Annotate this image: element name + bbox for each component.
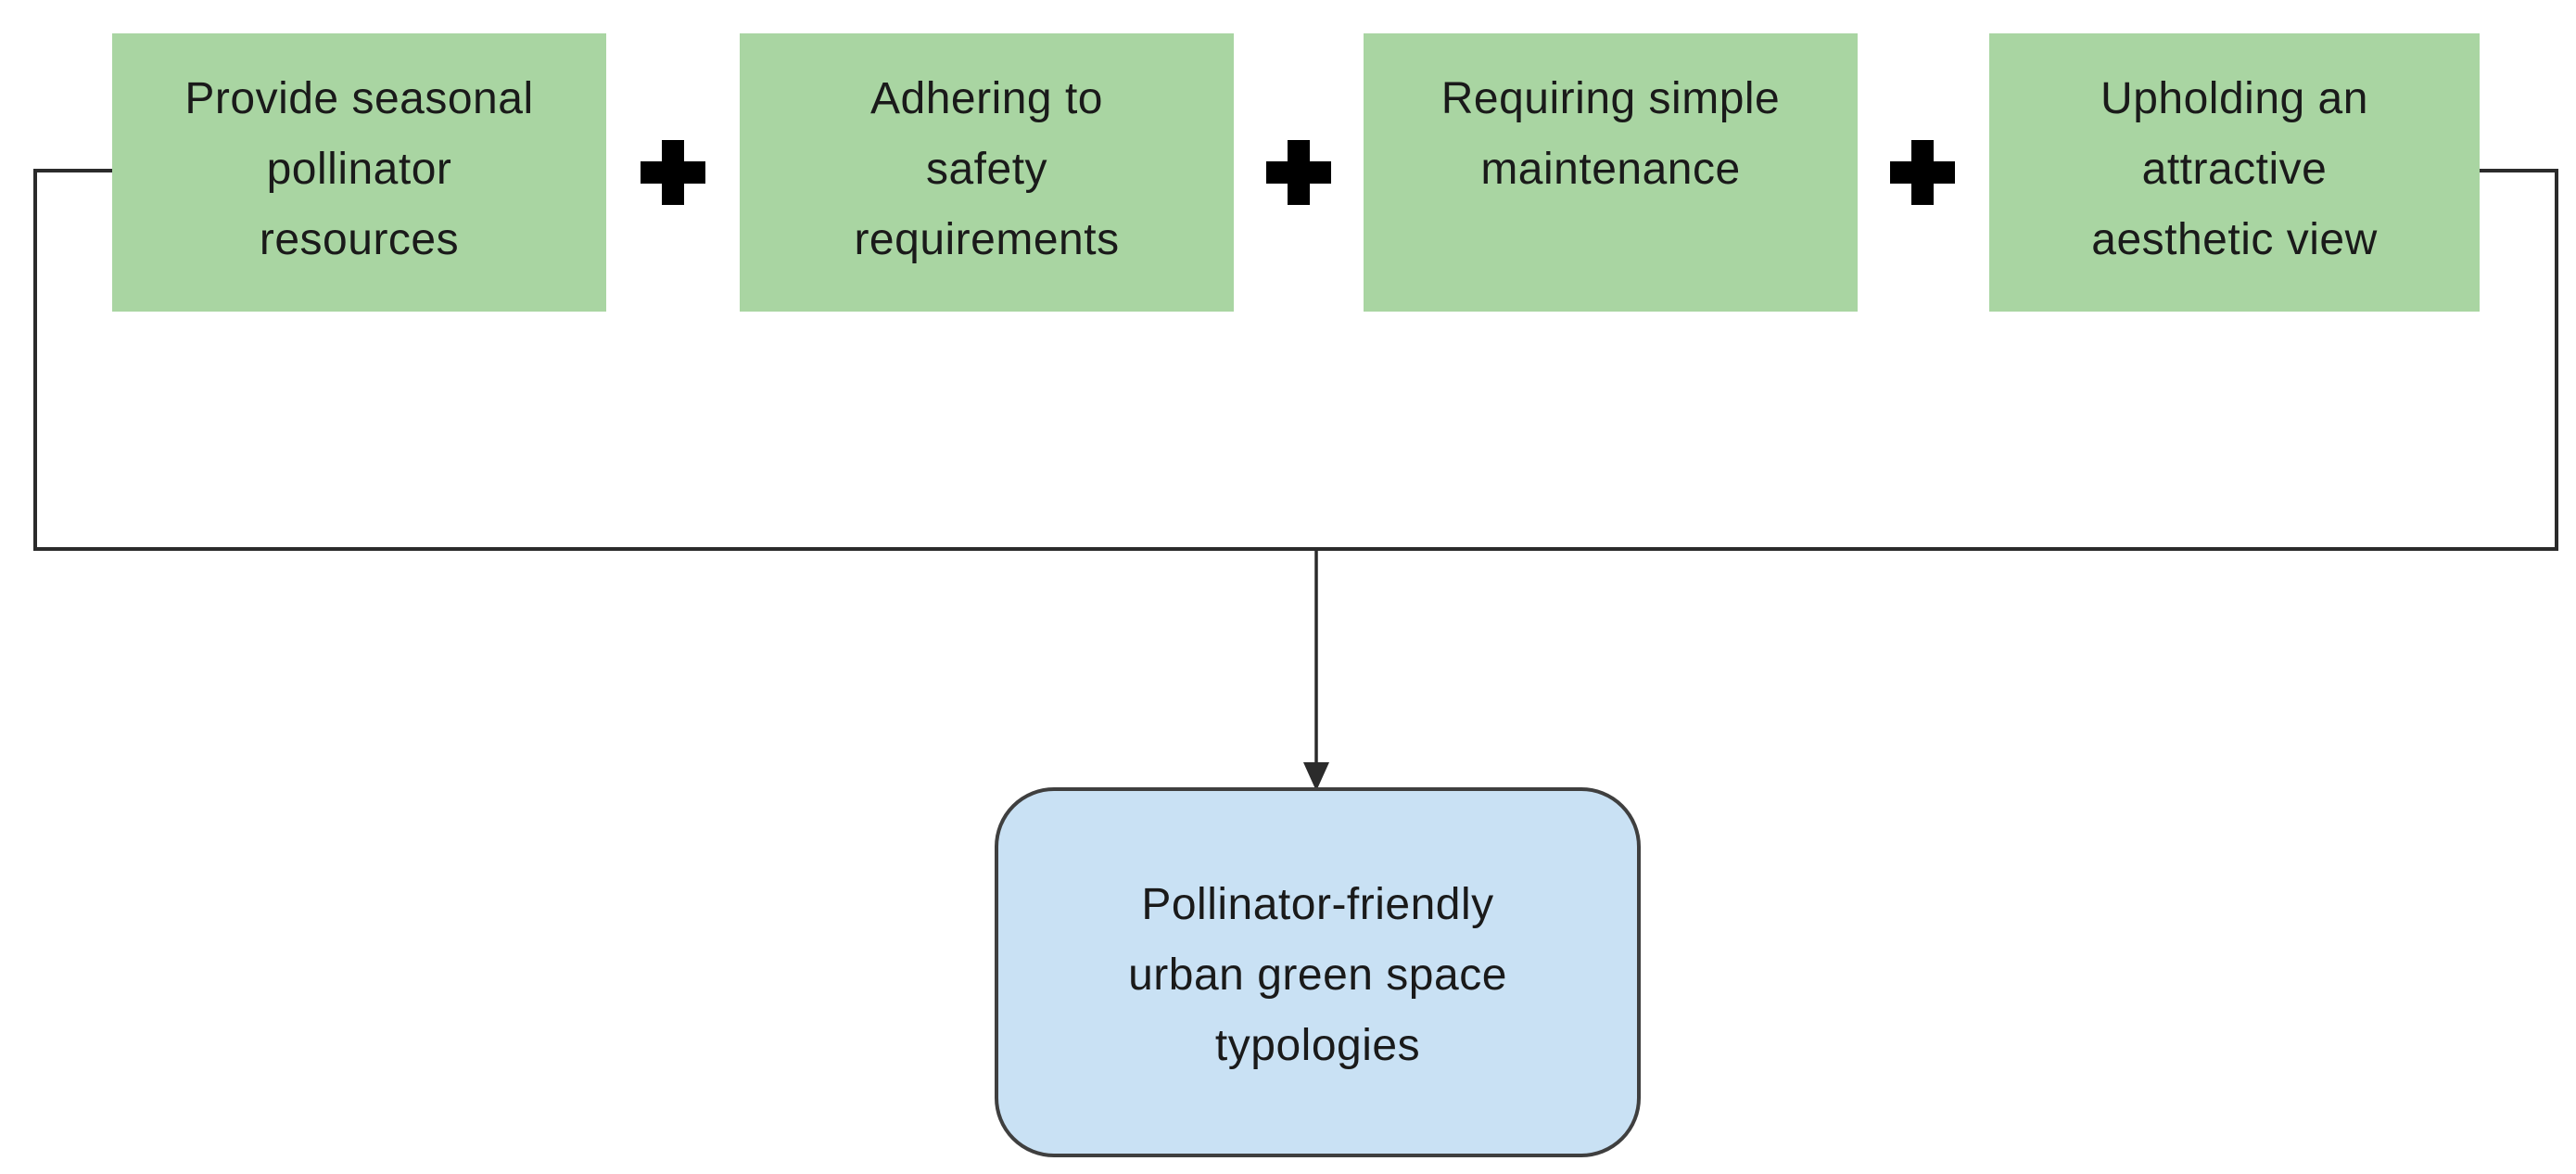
plus-icon [1890,140,1955,205]
plus-icon [641,140,705,205]
plus-icon [1266,140,1331,205]
input-box-simple-maintenance: Requiring simple maintenance [1364,33,1858,312]
input-box-seasonal-pollinator-resources: Provide seasonal pollinator resources [112,33,606,312]
input-box-safety-requirements: Adhering to safety requirements [740,33,1234,312]
output-box-pollinator-friendly-typologies: Pollinator-friendly urban green space ty… [995,787,1641,1157]
input-box-aesthetic-view: Upholding an attractive aesthetic view [1989,33,2480,312]
